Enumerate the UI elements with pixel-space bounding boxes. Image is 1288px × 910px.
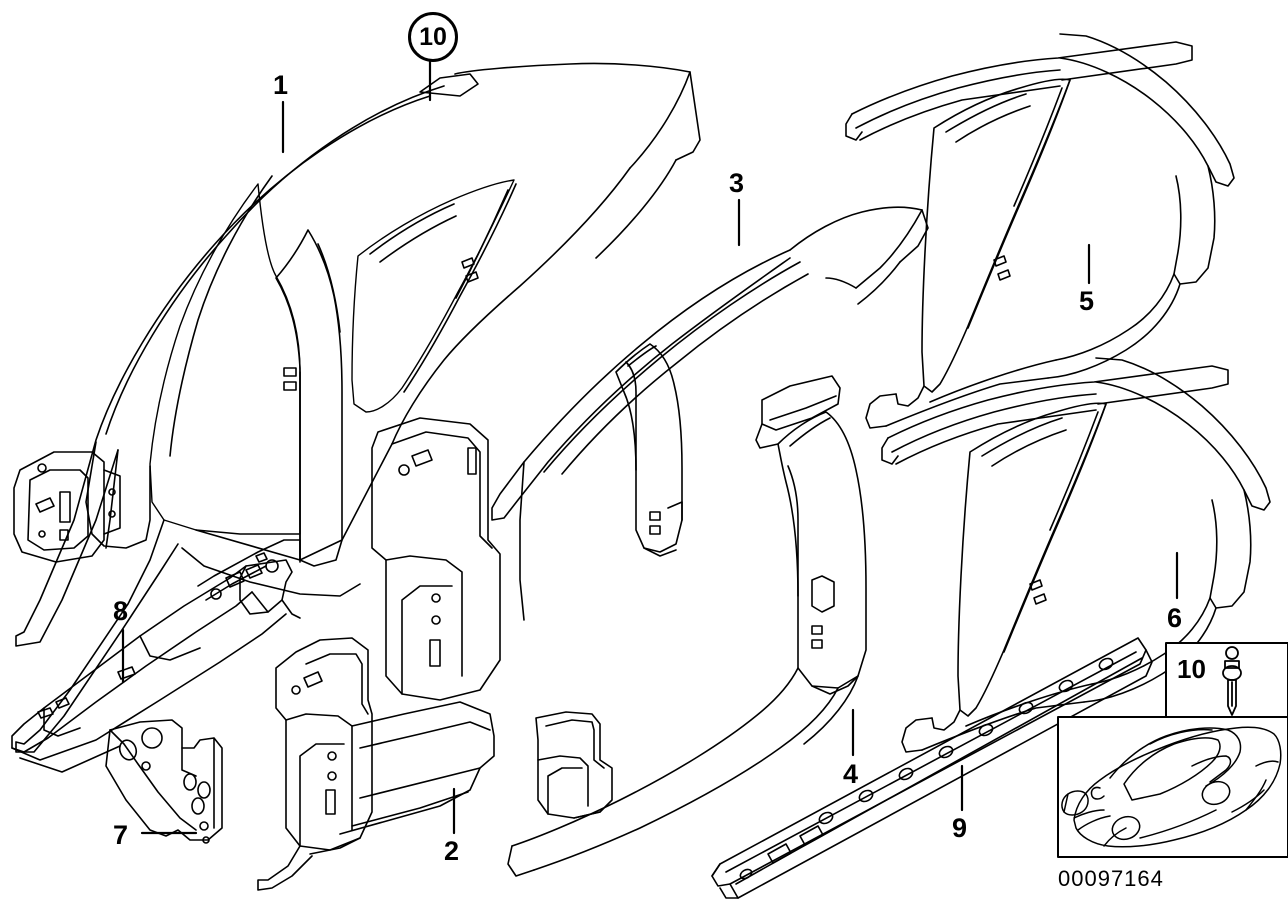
callout-label-10[interactable]: 10 [408, 12, 458, 62]
callout-label-5[interactable]: 5 [1079, 286, 1095, 316]
part-9-rocker-sill-beam [711, 637, 1153, 899]
callout-label-1[interactable]: 1 [273, 70, 289, 100]
callout-leaders [121, 54, 1179, 835]
car-silhouette-icon [1061, 726, 1282, 848]
callout-label-8[interactable]: 8 [113, 596, 129, 626]
part-3-roof-rail-frame [491, 206, 929, 621]
callout-label-2[interactable]: 2 [444, 836, 460, 866]
vehicle-detail-box [1057, 716, 1288, 858]
callout-label-3[interactable]: 3 [729, 168, 745, 198]
callout-label-9[interactable]: 9 [952, 813, 968, 843]
part-4-b-pillar-reinforcement [507, 375, 867, 877]
part-1-body-side-frame [13, 62, 701, 753]
callout-label-4[interactable]: 4 [843, 759, 859, 789]
part-6-rear-quarter-panel-lower [881, 357, 1271, 753]
part-7-bracket-plate [105, 719, 223, 844]
part-5-rear-quarter-panel-upper [845, 33, 1235, 429]
part-1-front-lower-structure [13, 451, 121, 563]
fastener-box-label: 10 [1177, 654, 1206, 684]
drawing-number: 00097164 [1058, 866, 1164, 891]
callout-label-7[interactable]: 7 [113, 820, 129, 850]
part-2-a-pillar-lower-reinforcement [257, 417, 501, 891]
callout-label-6[interactable]: 6 [1167, 603, 1183, 633]
stud-bolt-icon [1222, 646, 1242, 716]
part-8-rocker-inner-reinforcement [11, 539, 301, 773]
